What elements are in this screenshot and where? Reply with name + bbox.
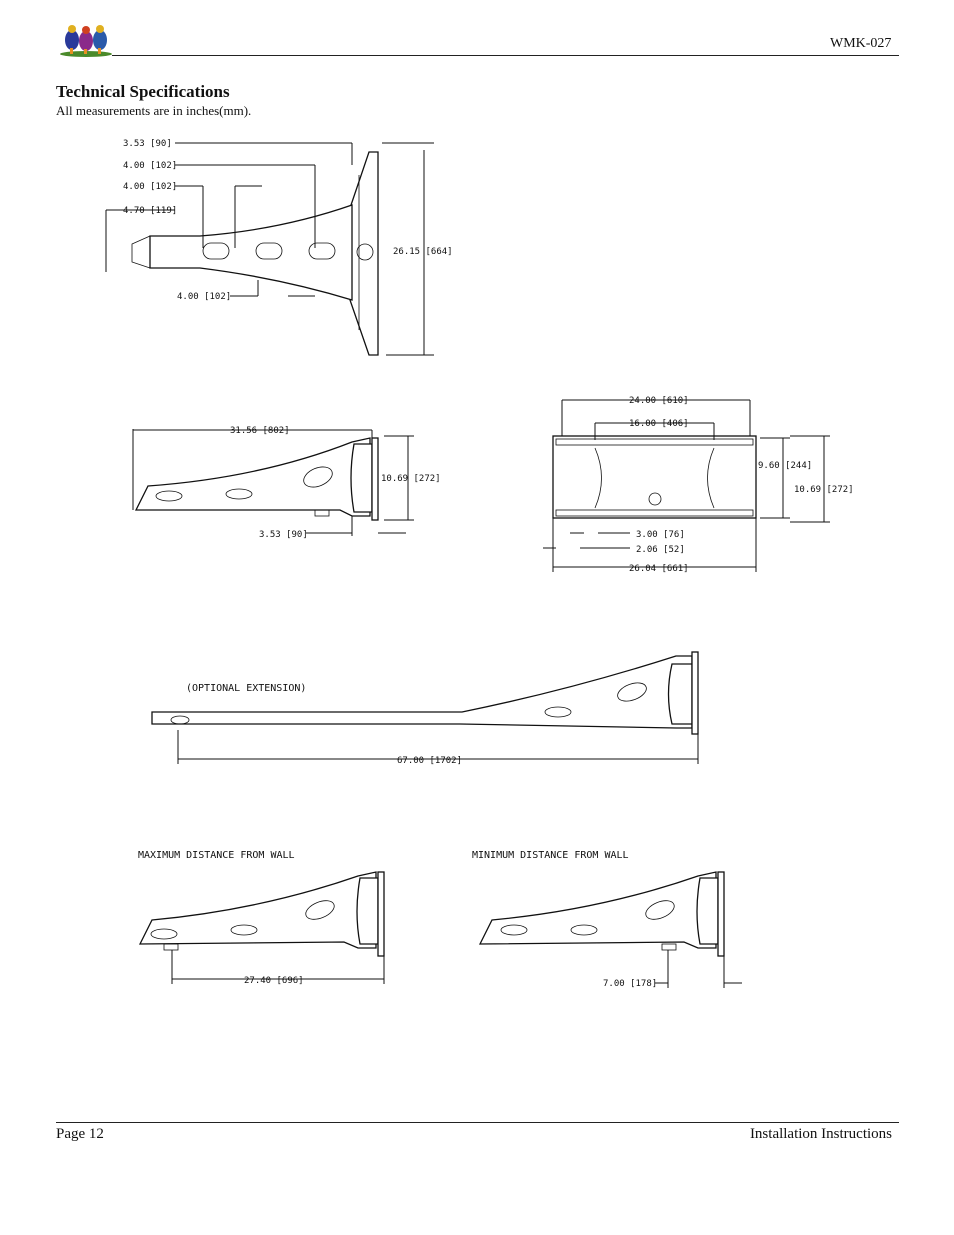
- dim-side-2: 10.69 [272]: [381, 474, 441, 484]
- min-distance-label: MINIMUM DISTANCE FROM WALL: [472, 850, 629, 861]
- dim-front-7: 26.04 [661]: [629, 564, 689, 574]
- footer-doc-title: Installation Instructions: [749, 1126, 892, 1142]
- dim-front-5: 3.00 [76]: [636, 530, 685, 540]
- dim-top-3: 4.00 [102]: [123, 182, 177, 192]
- dim-min: 7.00 [178]: [603, 979, 657, 989]
- dim-top-1: 3.53 [90]: [123, 139, 172, 149]
- dim-top-5: 4.00 [102]: [177, 292, 231, 302]
- dim-front-3: 9.60 [244]: [758, 461, 812, 471]
- dim-extension: 67.00 [1702]: [397, 756, 462, 766]
- dim-top-2: 4.00 [102]: [123, 161, 177, 171]
- dim-front-1: 24.00 [610]: [629, 396, 689, 406]
- side-view-drawing: 31.56 [802] 10.69 [272] 3.53 [90]: [132, 426, 441, 540]
- section-title: Technical Specifications: [56, 82, 230, 101]
- dim-top-4: 4.70 [119]: [123, 206, 177, 216]
- max-distance-drawing: MAXIMUM DISTANCE FROM WALL 27.40 [696]: [138, 850, 385, 986]
- dim-front-4: 10.69 [272]: [794, 485, 854, 495]
- page-number: Page 12: [56, 1126, 104, 1142]
- max-distance-label: MAXIMUM DISTANCE FROM WALL: [138, 850, 295, 861]
- header-rule: [112, 55, 899, 56]
- top-view-drawing: 3.53 [90] 4.00 [102] 4.00 [102] 4.70 [11…: [105, 139, 453, 356]
- dim-top-6: 26.15 [664]: [393, 247, 453, 257]
- dim-side-3: 3.53 [90]: [259, 530, 308, 540]
- dim-side-1: 31.56 [802]: [230, 426, 290, 436]
- min-distance-drawing: MINIMUM DISTANCE FROM WALL 7.00 [178]: [472, 850, 742, 989]
- extension-label: (OPTIONAL EXTENSION): [186, 683, 306, 694]
- section-subtitle: All measurements are in inches(mm).: [56, 103, 252, 118]
- extension-view-drawing: (OPTIONAL EXTENSION) 67.00 [1702]: [151, 651, 699, 766]
- dim-front-6: 2.06 [52]: [636, 545, 685, 555]
- footer-rule: [56, 1122, 899, 1123]
- front-view-drawing: 24.00 [610] 16.00 [406] 9.60 [244] 10.69…: [543, 396, 854, 574]
- model-number: WMK-027: [830, 36, 892, 51]
- dim-front-2: 16.00 [406]: [629, 419, 689, 429]
- dim-max: 27.40 [696]: [244, 976, 304, 986]
- parrot-logo: [60, 25, 112, 57]
